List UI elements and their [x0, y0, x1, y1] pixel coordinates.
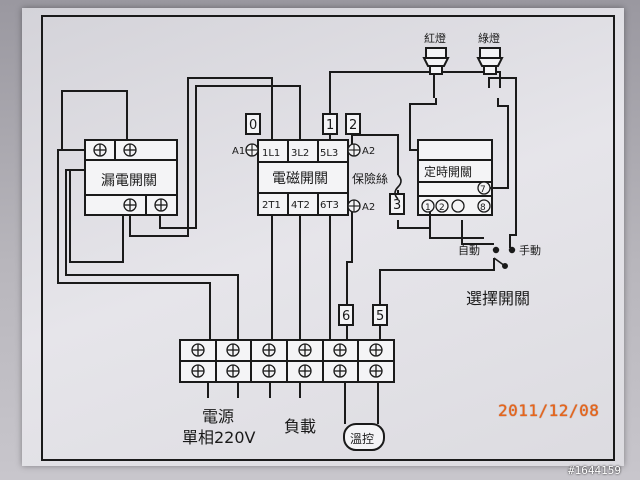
- timer-terminal-7: [477, 181, 491, 195]
- block-top-screw-6-icon: [369, 343, 383, 357]
- contactor-terminal-6t3: 6T3: [320, 200, 339, 211]
- timer-2-label: 2: [439, 203, 445, 213]
- contactor-terminal-5l3: 5L3: [320, 148, 338, 159]
- terminal-2-label: 2: [349, 118, 357, 133]
- timer-terminal-blank: [451, 199, 465, 213]
- timer-terminal-8: [477, 199, 491, 213]
- diagram-frame: [41, 15, 615, 461]
- block-bottom-screw-2-icon: [226, 364, 240, 378]
- leakage-top-screw-2-icon: [123, 143, 137, 157]
- timer-terminal-2: [435, 199, 449, 213]
- terminal-3-label: 3: [393, 198, 401, 213]
- terminal-box-0: [245, 113, 261, 135]
- block-top-screw-1-icon: [191, 343, 205, 357]
- block-bottom-screw-5-icon: [333, 364, 347, 378]
- load-label: 負載: [284, 417, 316, 436]
- thermostat-label: 溫控: [350, 432, 374, 446]
- block-top-screw-4-icon: [298, 343, 312, 357]
- block-top-screw-3-icon: [262, 343, 276, 357]
- watermark: #1644159: [568, 464, 621, 477]
- coil-a2-top-label: A2: [362, 146, 375, 157]
- terminal-5-label: 5: [376, 309, 384, 324]
- manual-label: 手動: [519, 243, 541, 257]
- block-top-screw-2-icon: [226, 343, 240, 357]
- leakage-switch-label: 漏電開關: [101, 173, 157, 189]
- selector-switch-label: 選擇開關: [466, 289, 530, 308]
- auto-label: 自動: [458, 243, 480, 257]
- red-lamp-icon: [425, 47, 447, 59]
- terminal-box-5: [372, 304, 388, 326]
- block-bottom-screw-4-icon: [298, 364, 312, 378]
- block-top-screw-5-icon: [333, 343, 347, 357]
- terminal-1-label: 1: [326, 118, 334, 133]
- leakage-top-screw-1-icon: [93, 143, 107, 157]
- power-source-label-line1: 電源: [202, 407, 234, 426]
- coil-a1-label: A1: [232, 146, 245, 157]
- power-source-label-line2: 單相220V: [182, 428, 256, 447]
- block-bottom-screw-1-icon: [191, 364, 205, 378]
- magnetic-contactor-body: [257, 139, 349, 216]
- date-stamp: 2011/12/08: [498, 401, 600, 420]
- block-bottom-screw-3-icon: [262, 364, 276, 378]
- selector-contact-manual: [508, 246, 516, 254]
- leakage-bottom-screw-2-icon: [154, 198, 168, 212]
- terminal-box-2: [345, 113, 361, 135]
- terminal-6-label: 6: [342, 309, 350, 324]
- block-bottom-screw-6-icon: [369, 364, 383, 378]
- terminal-0-label: 0: [249, 118, 257, 133]
- fuse-symbol: [394, 174, 402, 200]
- red-lamp-label: 紅燈: [424, 31, 446, 45]
- leakage-bottom-screw-1-icon: [123, 198, 137, 212]
- contactor-terminal-3l2: 3L2: [291, 148, 309, 159]
- selector-contact-auto: [492, 246, 500, 254]
- fuse-label: 保險絲: [352, 171, 388, 186]
- timer-switch-label: 定時開關: [424, 164, 472, 179]
- timer-8-label: 8: [480, 203, 486, 213]
- contactor-terminal-1l1: 1L1: [262, 148, 280, 159]
- terminal-box-1: [322, 113, 338, 135]
- timer-7-label: 7: [480, 185, 486, 195]
- green-lamp-icon: [479, 47, 501, 59]
- contactor-terminal-2t1: 2T1: [262, 200, 281, 211]
- timer-1-label: 1: [425, 203, 431, 213]
- coil-a2-bottom-label: A2: [362, 202, 375, 213]
- terminal-box-6: [338, 304, 354, 326]
- thermostat-icon: [343, 423, 385, 451]
- contactor-terminal-4t2: 4T2: [291, 200, 310, 211]
- timer-terminal-1: [421, 199, 435, 213]
- magnetic-switch-label: 電磁開關: [272, 171, 328, 187]
- green-lamp-label: 綠燈: [478, 31, 500, 45]
